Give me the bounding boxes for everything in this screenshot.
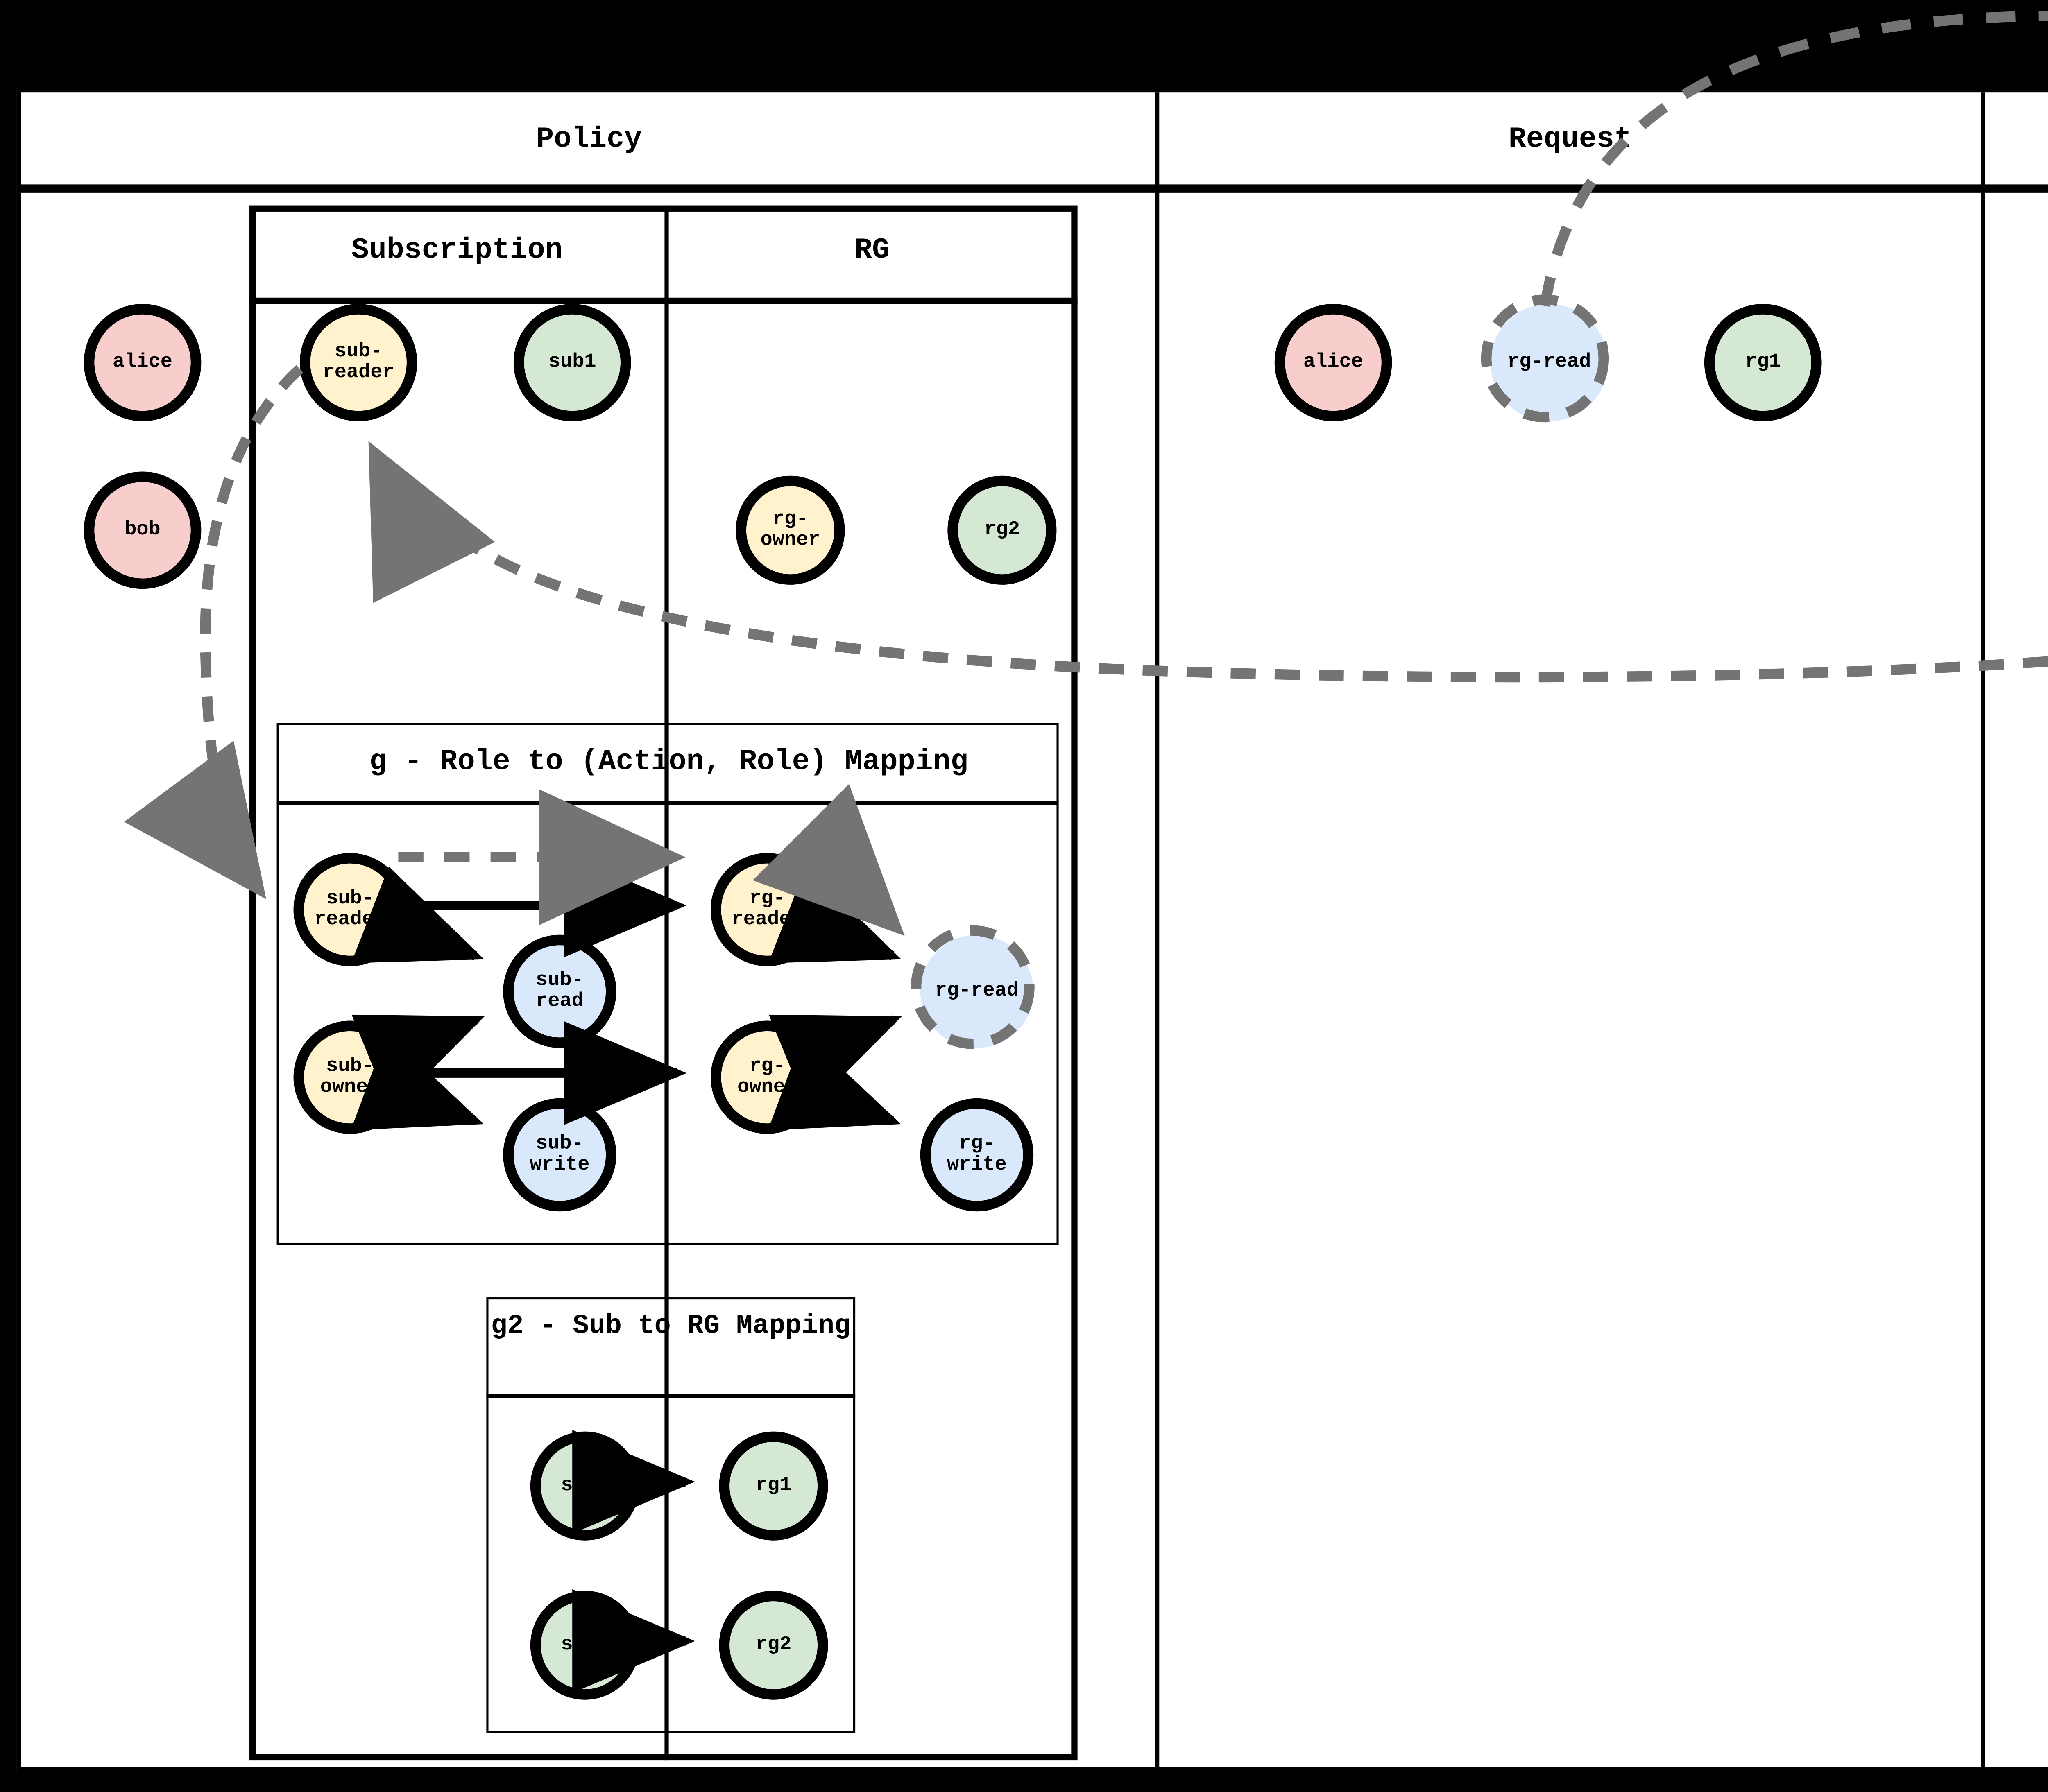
node-g-rg-owner: rg-owner [711,1020,824,1134]
node-g-rg-write: rg-write [920,1098,1034,1212]
node-p-rg-owner: rg-owner [736,475,845,585]
node-r-alice: alice [1274,304,1392,421]
subscription-header-underline [249,297,1078,303]
panel-title-request: Request [1508,123,1632,157]
node-g-sub-write: sub- write [503,1098,616,1212]
node-r-rg1: rg1 [1704,304,1822,421]
node-p-bob: bob [84,471,202,589]
node-p-alice: alice [84,304,202,421]
policy-request-divider [1155,92,1160,1767]
column-header-rg: RG [854,235,890,269]
node-g-rg-reader: rg- reader [711,853,824,966]
node-r-rg-read: rg-read [1490,304,1608,421]
node-p-sub1: sub1 [513,304,631,421]
column-header-subscription: Subscription [351,235,563,269]
panel-title-policy: Policy [536,123,642,157]
node-g-sub-reader: sub- reader [293,853,407,966]
node-g-sub-owner: sub- owner [293,1020,407,1134]
node-g-rg-read: rg-read [920,934,1034,1048]
node-g-sub-read: sub-read [503,934,616,1048]
node-g2-sub1: sub1 [530,1431,639,1541]
node-g2-rg2: rg2 [719,1591,828,1700]
g2-title-underline [486,1394,856,1398]
diagram-canvas: Policy Request Matching Subscription RG … [16,88,2048,1771]
g-box-title: g - Role to (Action, Role) Mapping [369,746,968,780]
node-g2-rg1: rg1 [719,1431,828,1541]
g-mapping-box [276,723,1059,1245]
request-matching-divider [1981,92,1985,1767]
node-p-sub-reader: sub- reader [299,304,417,421]
g-title-underline [276,801,1059,805]
node-p-rg2: rg2 [947,475,1057,585]
node-g2-sub2: sub2 [530,1591,639,1700]
g2-mapping-box [486,1297,856,1733]
header-underline [21,184,2048,193]
g2-box-title: g2 - Sub to RG Mapping [491,1310,851,1342]
subscription-rg-divider [664,205,668,1761]
